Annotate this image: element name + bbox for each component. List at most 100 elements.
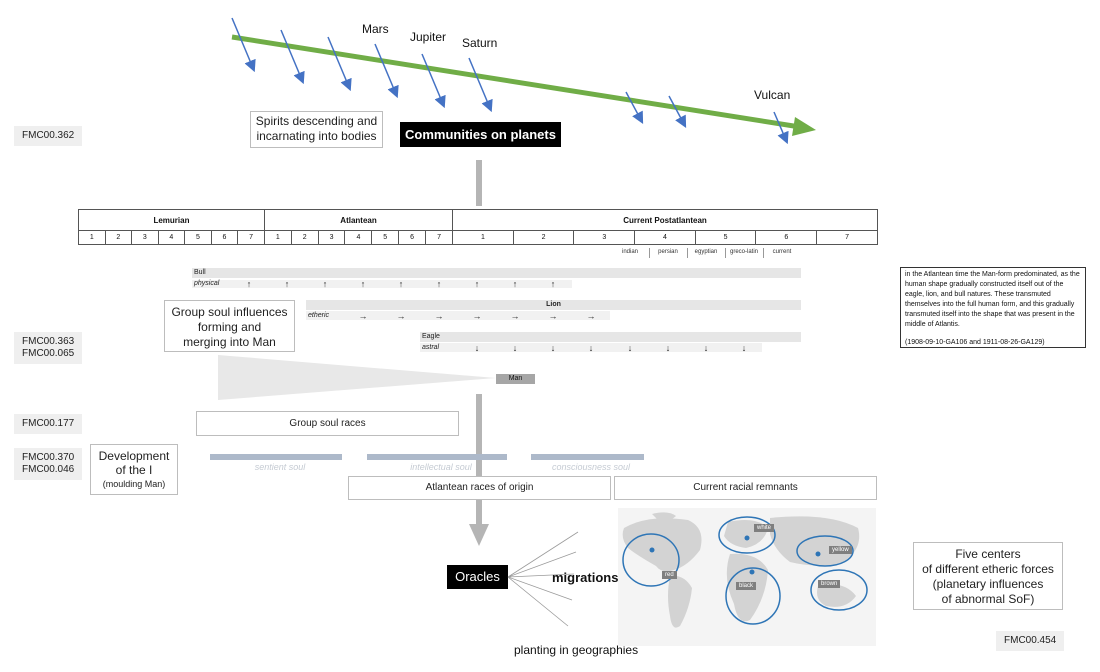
sub-period: 4 [634,230,696,245]
planet-mars: Mars [362,22,389,36]
sub-period: 6 [398,230,427,245]
up-arrow-icon: ↑ [284,279,290,289]
man-label: Man [496,374,535,384]
planet-jupiter: Jupiter [410,30,447,44]
right-arrow-icon: → [548,311,558,321]
astral-band [420,343,762,352]
planet-vulcan: Vulcan [754,88,791,102]
connector-bottom [476,394,482,528]
ref-fmc00-177: FMC00.177 [14,414,83,434]
etheric-band [306,311,610,320]
intellectual-soul-bar [367,454,507,460]
spirits-line-2: incarnating into bodies [256,129,377,143]
sub-period: 1 [263,230,292,245]
five-centers-line-1: Five centers [955,547,1021,561]
group-soul-influences-box: Group soul influences forming and mergin… [164,300,295,352]
sub-period: 2 [512,230,575,245]
atlantean-note-source: (1908-09-10-GA106 and 1911-08-26-GA129) [905,339,1045,346]
group-soul-line-1: Group soul influences [171,305,288,319]
right-arrow-icon: → [510,311,520,321]
five-centers-box: Five centers of different etheric forces… [913,542,1063,610]
ref-fmc00-046: FMC00.046 [22,464,75,475]
eagle-band [420,332,801,342]
sub-period: 1 [452,230,514,245]
map-label-white: white [754,524,775,532]
connector-arrowhead [469,524,489,546]
up-arrow-icon: ↑ [246,279,252,289]
culture-divider [687,248,688,258]
sub-period: 3 [573,230,636,245]
race-circles [622,516,868,625]
communities-on-planets-box: Communities on planets [400,122,561,147]
culture-indian: indian [621,249,638,255]
culture-divider [763,248,764,258]
sub-period: 5 [371,230,400,245]
astral-label: astral [422,344,440,351]
right-arrow-icon: → [586,311,596,321]
down-arrow-icon: ↓ [741,343,747,353]
spirits-descending-box: Spirits descending and incarnating into … [250,111,383,148]
up-arrow-icon: ↑ [550,279,556,289]
atlantean-races-box: Atlantean races of origin [348,476,611,500]
down-arrow-icon: ↓ [703,343,709,353]
down-arrow-icon: ↓ [550,343,556,353]
ref-fmc00-065: FMC00.065 [22,348,75,359]
spirits-line-1: Spirits descending and [255,114,378,128]
sub-period: 7 [237,230,265,245]
lion-band [306,300,801,310]
sentient-soul-bar [210,454,342,460]
consciousness-soul-label: consciousness soul [551,462,631,472]
bull-band [192,268,801,278]
up-arrow-icon: ↑ [360,279,366,289]
oracles-box: Oracles [447,565,508,589]
development-line-2: of the I [115,463,153,477]
culture-persian: persian [658,249,678,255]
sub-period: 5 [184,230,212,245]
intellectual-soul-label: intellectual soul [410,462,472,472]
group-soul-races-box: Group soul races [196,411,459,436]
ref-fmc00-363: FMC00.363 [22,336,75,347]
development-line-3: (moulding Man) [102,479,166,489]
up-arrow-icon: ↑ [436,279,442,289]
migrations-label: migrations [552,570,619,585]
ref-fmc00-370: FMC00.370 [22,452,75,463]
down-arrow-icon: ↓ [588,343,594,353]
migration-lines [507,531,579,627]
five-centers-line-2: of different etheric forces [922,562,1054,576]
sub-period: 5 [694,230,757,245]
era-lemurian: Lemurian [78,209,265,231]
group-soul-line-3: merging into Man [183,335,276,349]
sub-period: 3 [131,230,159,245]
up-arrow-icon: ↑ [512,279,518,289]
up-arrow-icon: ↑ [398,279,404,289]
culture-greco-latin: greco-latin [729,249,758,255]
development-of-i-box: Development of the I (moulding Man) [90,444,178,495]
sub-period: 7 [425,230,454,245]
ref-fmc00-362: FMC00.362 [14,126,83,146]
physical-band [192,280,572,288]
planet-saturn: Saturn [462,36,498,50]
map-label-yellow: yellow [829,546,852,554]
ref-fmc00-370-046: FMC00.370 FMC00.046 [14,448,83,480]
epoch-table: Lemurian Atlantean Current Postatlantean… [78,209,878,245]
green-arrowhead [792,117,816,136]
development-line-1: Development [98,449,170,463]
sub-period: 6 [755,230,818,245]
planetary-diagram [231,17,816,145]
down-arrow-icon: ↓ [474,343,480,353]
ref-fmc00-454: FMC00.454 [996,631,1065,651]
connector-top [476,160,482,206]
down-arrow-icon: ↓ [627,343,633,353]
race-dots [649,535,821,575]
atlantean-note-text: in the Atlantean time the Man-form predo… [905,271,1080,328]
right-arrow-icon: → [434,311,444,321]
culture-divider [649,248,650,258]
descending-spirit-arrows [231,17,789,145]
up-arrow-icon: ↑ [322,279,328,289]
culture-divider [725,248,726,258]
merging-wedge [218,355,496,400]
consciousness-soul-bar [531,454,644,460]
five-centers-line-4: of abnormal SoF) [941,592,1035,606]
ref-fmc00-363-065: FMC00.363 FMC00.065 [14,332,83,364]
right-arrow-icon: → [396,311,406,321]
